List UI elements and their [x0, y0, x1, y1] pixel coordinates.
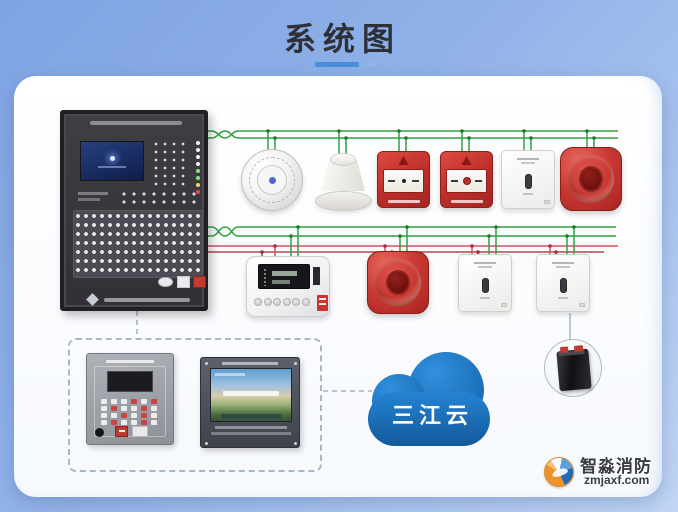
title-underline-dash: [366, 63, 376, 67]
brand-name: 智淼消防: [580, 457, 652, 476]
brand-swirl-icon: [544, 457, 574, 487]
title-underline: [315, 62, 359, 67]
control-room-group-box: [68, 338, 322, 472]
page-title: 系统图: [283, 21, 401, 57]
brand-domain: zmjaxf.com: [584, 473, 650, 487]
brand-logo: 智淼消防 zmjaxf.com: [544, 450, 668, 494]
cloud-shape: [368, 392, 490, 446]
cloud-platform: 三江云: [366, 350, 494, 448]
cloud-label: 三江云: [391, 403, 473, 428]
